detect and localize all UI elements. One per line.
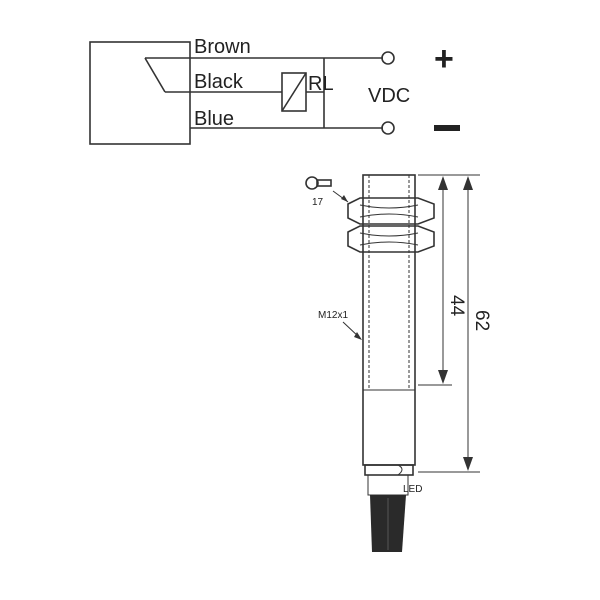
dim-62-arrow-top (463, 176, 473, 190)
brown-label: Brown (194, 36, 251, 58)
minus-sign (434, 125, 460, 131)
wrench-arrow (341, 195, 348, 202)
plus-terminal (381, 51, 395, 65)
switch-arm (144, 57, 166, 93)
wrench-size-label: 17 (312, 197, 324, 208)
blue-label: Blue (194, 108, 234, 130)
wrench-icon (305, 176, 332, 190)
black-label: Black (194, 71, 244, 93)
thread-arrow (354, 332, 362, 340)
minus-terminal (381, 121, 395, 135)
relay-label: RL (308, 73, 334, 95)
dim-44-arrow-bottom (438, 370, 448, 384)
nut-lower-chamfer-2 (359, 241, 419, 246)
end-cap (364, 464, 414, 476)
dim-62-label: 62 (471, 310, 492, 331)
nut-lower-chamfer (359, 232, 419, 237)
nut-lower (347, 225, 435, 253)
sensor-drawing: LED 17 M12x1 44 62 (305, 174, 492, 552)
wiring-diagram: Brown Black RL Blue VDC + (89, 36, 460, 145)
led-label: LED (403, 484, 422, 495)
vdc-label: VDC (368, 85, 410, 107)
dim-44-label: 44 (446, 295, 467, 317)
sensor-block (89, 41, 191, 145)
nut-upper-chamfer-2 (359, 213, 419, 218)
thread-label: M12x1 (318, 310, 348, 321)
relay-diagonal (281, 72, 307, 112)
sensor-body (362, 174, 416, 466)
dim-44-arrow-top (438, 176, 448, 190)
nut-upper (347, 197, 435, 225)
cable-gland (367, 474, 409, 496)
led-indicator (397, 464, 403, 476)
dim-62-arrow-bottom (463, 457, 473, 471)
plus-sign: + (434, 40, 454, 78)
nut-upper-chamfer (359, 204, 419, 209)
